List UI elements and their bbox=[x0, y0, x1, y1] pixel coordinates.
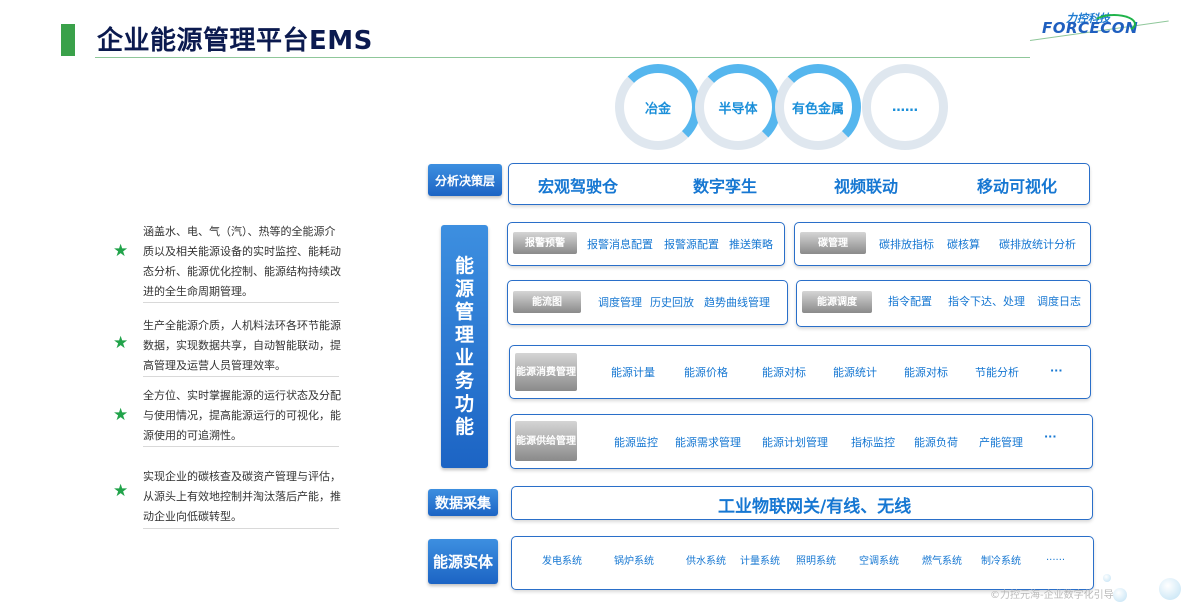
flow-item: 历史回放 bbox=[650, 296, 694, 309]
alarm-tag: 报警预警 bbox=[513, 232, 577, 254]
industry-circle: 冶金 bbox=[615, 64, 701, 150]
star-icon: ★ bbox=[113, 333, 129, 353]
industry-circle: 有色金属 bbox=[775, 64, 861, 150]
decor-bubble bbox=[1113, 588, 1127, 602]
label-char: 能 bbox=[454, 415, 474, 438]
alarm-item: 报警源配置 bbox=[664, 238, 719, 251]
dispatch-item: 调度日志 bbox=[1037, 295, 1081, 308]
label-char: 功 bbox=[454, 392, 474, 415]
divider bbox=[143, 446, 339, 447]
carbon-tag: 碳管理 bbox=[800, 232, 866, 254]
industry-circle: 半导体 bbox=[695, 64, 781, 150]
supply-item: 指标监控 bbox=[851, 436, 895, 449]
consumption-item: 节能分析 bbox=[975, 366, 1019, 379]
divider bbox=[143, 376, 339, 377]
data-collection-label: 数据采集 bbox=[428, 489, 498, 516]
more-indicator: ··· bbox=[1050, 364, 1063, 377]
decor-bubble bbox=[1159, 578, 1181, 600]
divider bbox=[143, 302, 339, 303]
energy-entity-item: 计量系统 bbox=[740, 556, 780, 567]
industry-label: …… bbox=[892, 99, 918, 115]
alarm-panel bbox=[507, 222, 785, 266]
left-list-item: 全方位、实时掌握能源的运行状态及分配与使用情况，提高能源运行的可视化，能源使用的… bbox=[143, 389, 341, 442]
business-function-label: 能 源 管 理 业 务 功 能 bbox=[441, 225, 488, 468]
energy-entity-item: 空调系统 bbox=[859, 556, 899, 567]
carbon-item: 碳排放统计分析 bbox=[999, 238, 1076, 251]
energy-entity-item: 制冷系统 bbox=[981, 556, 1021, 567]
energy-entity-item: 发电系统 bbox=[542, 556, 582, 567]
label-char: 务 bbox=[454, 369, 474, 392]
star-icon: ★ bbox=[113, 241, 129, 261]
alarm-item: 推送策略 bbox=[729, 238, 773, 251]
label-char: 管 bbox=[454, 300, 474, 323]
alarm-item: 报警消息配置 bbox=[587, 238, 653, 251]
flow-item: 趋势曲线管理 bbox=[704, 296, 770, 309]
label-char: 能 bbox=[454, 254, 474, 277]
industry-label: 冶金 bbox=[644, 101, 671, 117]
consumption-panel bbox=[509, 345, 1091, 399]
analysis-item: 视频联动 bbox=[834, 177, 899, 196]
logo-swoosh-icon bbox=[1092, 14, 1136, 34]
consumption-item: 能源对标 bbox=[904, 366, 948, 379]
page-title: 企业能源管理平台EMS bbox=[97, 26, 373, 56]
supply-tag: 能源供给管理 bbox=[515, 421, 577, 461]
energy-entity-panel bbox=[511, 536, 1094, 590]
energy-entity-item: ...... bbox=[1046, 552, 1066, 563]
data-collection-panel bbox=[511, 486, 1093, 520]
more-indicator: ··· bbox=[1044, 430, 1057, 443]
energy-entity-item: 照明系统 bbox=[796, 556, 836, 567]
left-list-item: 涵盖水、电、气（汽）、热等的全能源介质以及相关能源设备的实时监控、能耗动态分析、… bbox=[143, 225, 341, 298]
decor-bubble bbox=[1103, 574, 1111, 582]
supply-item: 能源监控 bbox=[614, 436, 658, 449]
supply-panel bbox=[510, 414, 1093, 469]
title-accent-bar bbox=[61, 24, 75, 56]
left-list-item: 实现企业的碳核查及碳资产管理与评估，从源头上有效地控制并淘汰落后产能，推动企业向… bbox=[143, 470, 341, 523]
industry-label: 半导体 bbox=[718, 101, 758, 117]
consumption-item: 能源计量 bbox=[611, 366, 655, 379]
consumption-item: 能源统计 bbox=[833, 366, 877, 379]
dispatch-tag: 能源调度 bbox=[802, 291, 872, 313]
consumption-tag: 能源消费管理 bbox=[515, 353, 577, 391]
supply-item: 能源计划管理 bbox=[762, 436, 828, 449]
energy-entity-item: 燃气系统 bbox=[922, 556, 962, 567]
data-collection-text: 工业物联网关/有线、无线 bbox=[718, 497, 912, 517]
dispatch-item: 指令配置 bbox=[888, 295, 932, 308]
energy-entity-item: 锅炉系统 bbox=[614, 556, 654, 567]
label-char: 业 bbox=[454, 346, 474, 369]
divider bbox=[143, 528, 339, 529]
analysis-layer-label: 分析决策层 bbox=[428, 164, 502, 196]
dispatch-item: 指令下达、处理 bbox=[948, 295, 1025, 308]
carbon-item: 碳排放指标 bbox=[879, 238, 934, 251]
energy-entity-item: 供水系统 bbox=[686, 556, 726, 567]
star-icon: ★ bbox=[113, 481, 129, 501]
title-underline bbox=[95, 57, 1030, 58]
analysis-item: 移动可视化 bbox=[977, 177, 1058, 196]
flow-item: 调度管理 bbox=[598, 296, 642, 309]
analysis-panel bbox=[508, 163, 1090, 205]
left-list-item: 生产全能源介质，人机料法环各环节能源数据，实现数据共享，自动智能联动，提高管理及… bbox=[143, 319, 341, 372]
industry-circle: …… bbox=[862, 64, 948, 150]
carbon-item: 碳核算 bbox=[947, 238, 980, 251]
analysis-item: 宏观驾驶仓 bbox=[538, 177, 619, 196]
supply-item: 产能管理 bbox=[979, 436, 1023, 449]
consumption-item: 能源价格 bbox=[684, 366, 728, 379]
analysis-item: 数字孪生 bbox=[693, 177, 758, 196]
label-char: 理 bbox=[454, 323, 474, 346]
label-char: 源 bbox=[454, 277, 474, 300]
supply-item: 能源需求管理 bbox=[675, 436, 741, 449]
watermark: ©力控元海-企业数字化引导 bbox=[990, 590, 1114, 601]
star-icon: ★ bbox=[113, 405, 129, 425]
supply-item: 能源负荷 bbox=[914, 436, 958, 449]
industry-label: 有色金属 bbox=[791, 101, 844, 117]
consumption-item: 能源对标 bbox=[762, 366, 806, 379]
flow-tag: 能流图 bbox=[513, 291, 581, 313]
energy-entity-label: 能源实体 bbox=[428, 539, 498, 584]
